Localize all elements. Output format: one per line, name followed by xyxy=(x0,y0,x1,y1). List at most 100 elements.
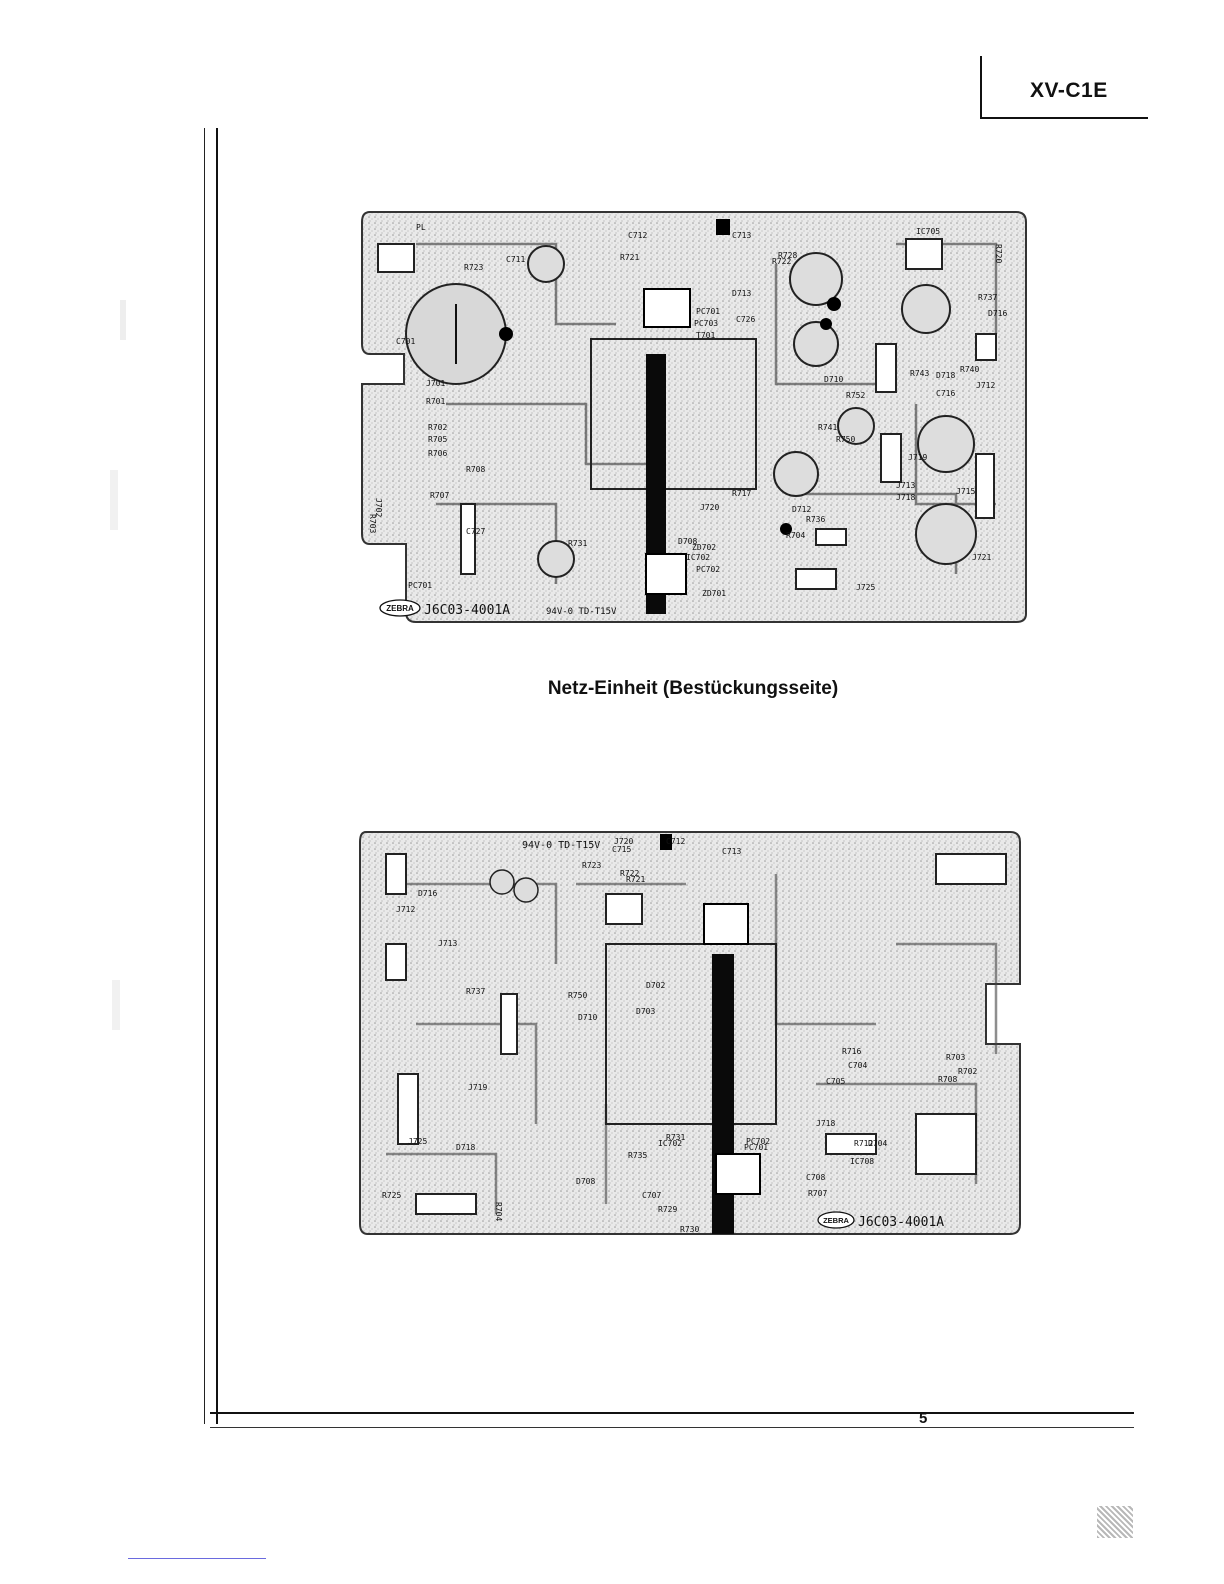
component-label: C707 xyxy=(642,1191,661,1200)
component-label: PC703 xyxy=(694,319,718,328)
component-label: D710 xyxy=(578,1013,597,1022)
component-label: D716 xyxy=(418,889,437,898)
component-label: PC701 xyxy=(408,581,432,590)
component-label: J719 xyxy=(908,453,927,462)
component-label: R729 xyxy=(658,1205,677,1214)
component-label: C716 xyxy=(936,389,955,398)
component-label: IC702 xyxy=(658,1139,682,1148)
component-label: J725 xyxy=(408,1137,427,1146)
component-label: R707 xyxy=(430,491,449,500)
component-label: IC708 xyxy=(850,1157,874,1166)
component-label: R708 xyxy=(466,465,485,474)
component-label: R704 xyxy=(494,1202,503,1221)
page-number: 5 xyxy=(919,1410,928,1427)
component-label: D718 xyxy=(936,371,955,380)
board-marking: J6C03-4001A xyxy=(858,1215,944,1230)
component-label: R731 xyxy=(568,539,587,548)
component-label: C701 xyxy=(396,337,415,346)
component-label: R752 xyxy=(846,391,865,400)
component-label: D708 xyxy=(576,1177,595,1186)
component-label: R737 xyxy=(466,987,485,996)
component-label: J720 xyxy=(700,503,719,512)
component-label: PC701 xyxy=(696,307,720,316)
component-label: J701 xyxy=(426,379,445,388)
component-label: R704 xyxy=(786,531,805,540)
component-label: R730 xyxy=(680,1225,699,1234)
component-label: R735 xyxy=(628,1151,647,1160)
scan-corner-mark xyxy=(1097,1506,1133,1538)
scan-underline xyxy=(128,1558,266,1559)
component-label: C726 xyxy=(736,315,755,324)
component-label: C727 xyxy=(466,527,485,536)
component-label: R740 xyxy=(960,365,979,374)
component-label: PC702 xyxy=(696,565,720,574)
component-label: T701 xyxy=(696,331,715,340)
component-label: R731 xyxy=(666,1133,685,1142)
component-label: D702 xyxy=(646,981,665,990)
component-label: J719 xyxy=(468,1083,487,1092)
component-label: J718 xyxy=(896,493,915,502)
scan-artifact xyxy=(120,300,126,340)
component-label: C712 xyxy=(666,837,685,846)
component-label: J720 xyxy=(614,837,633,846)
margin-rule-thin xyxy=(204,128,205,1424)
component-label: ZD702 xyxy=(692,543,716,552)
scan-artifact xyxy=(110,470,118,530)
component-label: D716 xyxy=(988,309,1007,318)
zebra-logo: ZEBRA xyxy=(386,604,414,613)
component-label: C705 xyxy=(826,1077,845,1086)
component-label: C713 xyxy=(722,847,741,856)
component-label: R737 xyxy=(978,293,997,302)
component-label: R708 xyxy=(938,1075,957,1084)
component-label: D713 xyxy=(732,289,751,298)
margin-rule-thick xyxy=(216,128,218,1424)
component-label: R702 xyxy=(428,423,447,432)
header-rule-horizontal xyxy=(980,117,1148,119)
component-label: D703 xyxy=(636,1007,655,1016)
component-label: J715 xyxy=(956,487,975,496)
scan-artifact xyxy=(112,980,120,1030)
component-label: R701 xyxy=(426,397,445,406)
component-label: D718 xyxy=(456,1143,475,1152)
component-label: PC701 xyxy=(744,1143,768,1152)
model-number: XV-C1E xyxy=(1030,79,1108,102)
component-label: C708 xyxy=(806,1173,825,1182)
component-label: R728 xyxy=(778,251,797,260)
component-label: R723 xyxy=(582,861,601,870)
component-label: R743 xyxy=(910,369,929,378)
component-label: R703 xyxy=(368,514,377,533)
component-label: R703 xyxy=(946,1053,965,1062)
component-label: IC705 xyxy=(916,227,940,236)
component-label: R736 xyxy=(806,515,825,524)
component-label: R721 xyxy=(626,875,645,884)
component-label: PC702 xyxy=(746,1137,770,1146)
component-label: C713 xyxy=(732,231,751,240)
component-label: R722 xyxy=(772,257,791,266)
component-label: J712 xyxy=(396,905,415,914)
board-marking: J6C03-4001A xyxy=(424,603,510,618)
footer-rule-thin xyxy=(210,1427,1134,1428)
component-label: C715 xyxy=(612,845,631,854)
component-label: D708 xyxy=(678,537,697,546)
component-label: IC702 xyxy=(686,553,710,562)
component-label: R725 xyxy=(382,1191,401,1200)
component-label: R707 xyxy=(808,1189,827,1198)
component-label: R717 xyxy=(732,489,751,498)
zebra-logo: ZEBRA xyxy=(823,1216,849,1225)
component-label: R723 xyxy=(464,263,483,272)
component-label: C704 xyxy=(848,1061,867,1070)
component-label: R720 xyxy=(994,244,1003,263)
component-label: J725 xyxy=(856,583,875,592)
component-label: J702 xyxy=(374,498,383,517)
footer-rule xyxy=(210,1412,1134,1414)
board-rating: 94V-0 TD-T15V xyxy=(546,607,617,617)
component-label: ZD701 xyxy=(702,589,726,598)
component-label: D712 xyxy=(792,505,811,514)
component-label: R712 xyxy=(854,1139,873,1148)
component-label: J712 xyxy=(976,381,995,390)
component-label: J718 xyxy=(816,1119,835,1128)
component-label: R722 xyxy=(620,869,639,878)
component-label: R721 xyxy=(620,253,639,262)
